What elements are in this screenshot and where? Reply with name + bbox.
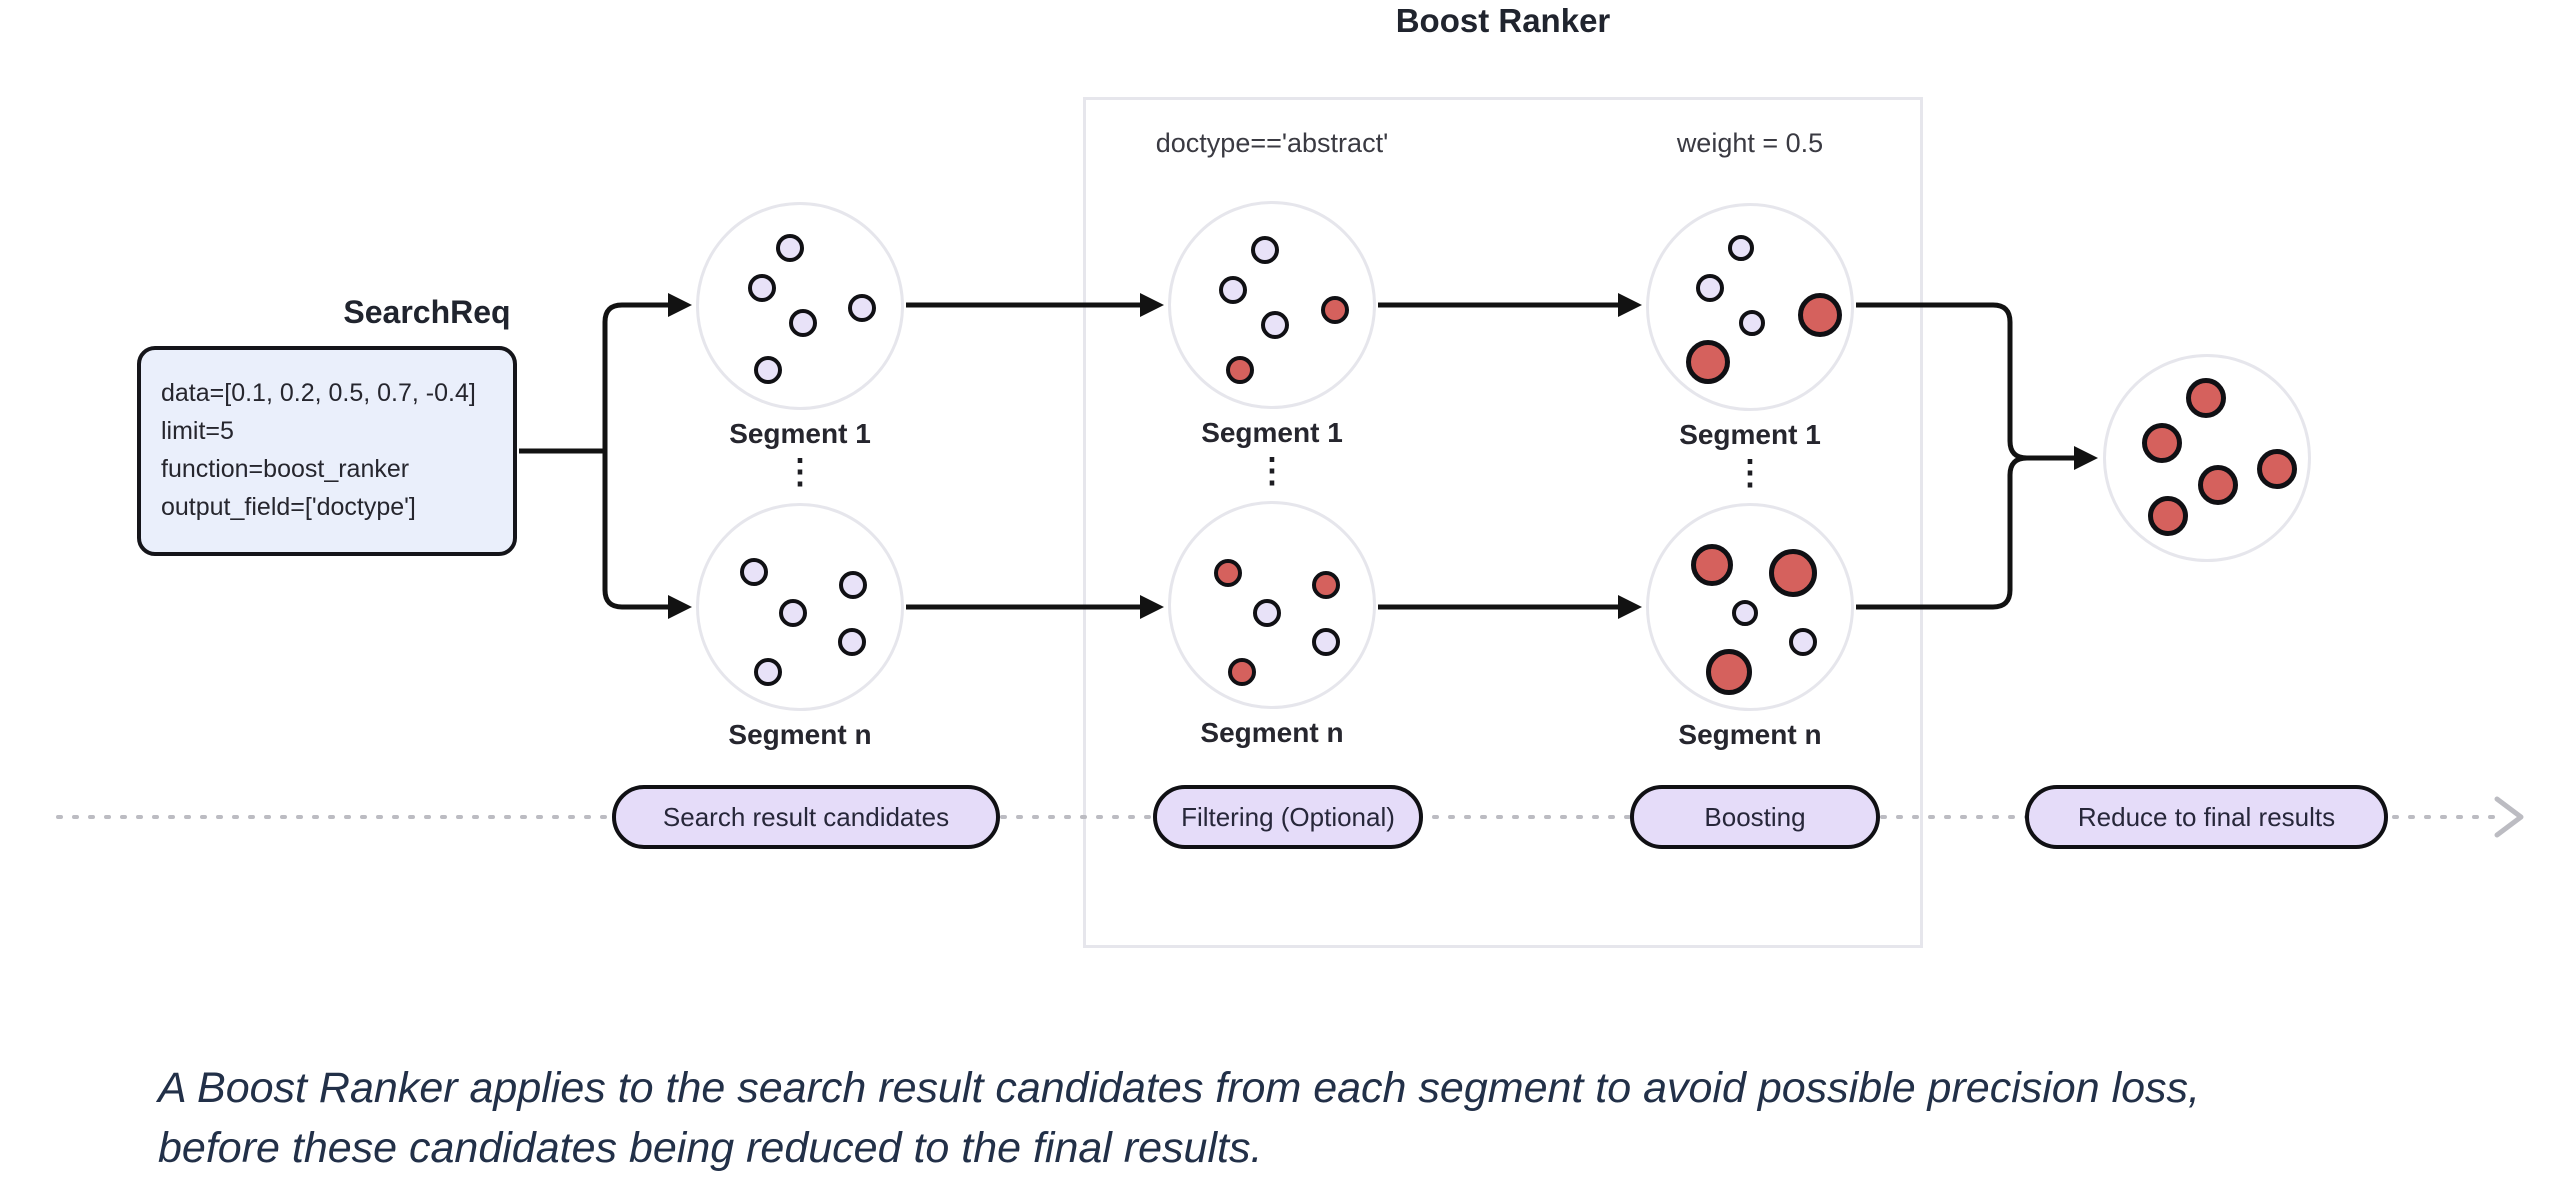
result-dot-plain <box>748 274 776 302</box>
result-dot-plain <box>779 599 807 627</box>
caption-line-2: before these candidates being reduced to… <box>158 1124 1263 1172</box>
result-dot-plain <box>1739 310 1765 336</box>
arrow-candidates-to-filtering <box>906 293 1164 619</box>
stage-pill-search-candidates: Search result candidates <box>612 785 1000 849</box>
result-dot-boosted <box>1214 559 1242 587</box>
arrow-filtering-to-boosting <box>1378 293 1642 619</box>
result-dot-plain <box>754 658 782 686</box>
caption-line-1: A Boost Ranker applies to the search res… <box>158 1064 2200 1112</box>
stage-pill-filtering: Filtering (Optional) <box>1153 785 1423 849</box>
result-dot-plain <box>838 628 866 656</box>
result-dot-boosted <box>1706 649 1752 695</box>
result-dot-plain <box>776 234 804 262</box>
result-dot-plain <box>740 558 768 586</box>
column-annotation-filtering: doctype=='abstract' <box>1155 128 1389 158</box>
merge-arrow <box>1856 302 2098 610</box>
searchreq-line-function: function=boost_ranker <box>161 455 410 483</box>
result-dot-plain <box>754 356 782 384</box>
result-dot-boosted <box>2198 465 2238 505</box>
result-dot-plain <box>1789 628 1817 656</box>
result-dot-boosted <box>2148 496 2188 536</box>
result-dot-boosted <box>1691 544 1733 586</box>
segments-ellipsis: ⋮ <box>1255 452 1289 490</box>
searchreq-title: SearchReq <box>343 294 511 330</box>
column-annotation-boosting: weight = 0.5 <box>1676 128 1824 158</box>
result-dot-boosted <box>1769 549 1817 597</box>
stage-pill-boosting: Boosting <box>1630 785 1880 849</box>
boost-ranker-frame <box>1083 97 1923 948</box>
segments-ellipsis: ⋮ <box>783 453 817 491</box>
result-dot-boosted <box>1798 293 1842 337</box>
timeline-arrow-icon <box>2494 796 2524 838</box>
searchreq-line-data: data=[0.1, 0.2, 0.5, 0.7, -0.4] <box>161 379 476 407</box>
result-dot-plain <box>1696 274 1724 302</box>
stage-pill-reduce: Reduce to final results <box>2025 785 2388 849</box>
diagram-title: Boost Ranker <box>1395 2 1611 39</box>
result-dot-plain <box>1312 628 1340 656</box>
result-dot-plain <box>839 571 867 599</box>
result-dot-plain <box>848 294 876 322</box>
result-dot-boosted <box>1321 296 1349 324</box>
result-dot-boosted <box>1226 356 1254 384</box>
result-dot-plain <box>1219 276 1247 304</box>
searchreq-line-output-field: output_field=['doctype'] <box>161 493 416 521</box>
searchreq-box: data=[0.1, 0.2, 0.5, 0.7, -0.4] limit=5 … <box>137 346 517 556</box>
segments-ellipsis: ⋮ <box>1733 454 1767 492</box>
fan-out-arrow <box>519 293 692 619</box>
result-dot-plain <box>1251 236 1279 264</box>
result-dot-plain <box>1253 599 1281 627</box>
result-dot-boosted <box>2257 449 2297 489</box>
segment-label: Segment 1 <box>729 418 871 449</box>
segment-label: Segment n <box>1200 717 1344 748</box>
result-dot-plain <box>1728 235 1754 261</box>
result-dot-boosted <box>1312 571 1340 599</box>
result-dot-plain <box>1261 311 1289 339</box>
result-dot-boosted <box>2142 423 2182 463</box>
segment-label: Segment 1 <box>1679 419 1821 450</box>
result-dot-plain <box>1732 600 1758 626</box>
segment-label: Segment n <box>728 719 872 750</box>
result-dot-boosted <box>2186 378 2226 418</box>
result-dot-plain <box>789 309 817 337</box>
result-dot-boosted <box>1228 658 1256 686</box>
segment-label: Segment n <box>1678 719 1822 750</box>
segment-label: Segment 1 <box>1201 417 1343 448</box>
result-dot-boosted <box>1686 340 1730 384</box>
searchreq-line-limit: limit=5 <box>161 417 234 445</box>
